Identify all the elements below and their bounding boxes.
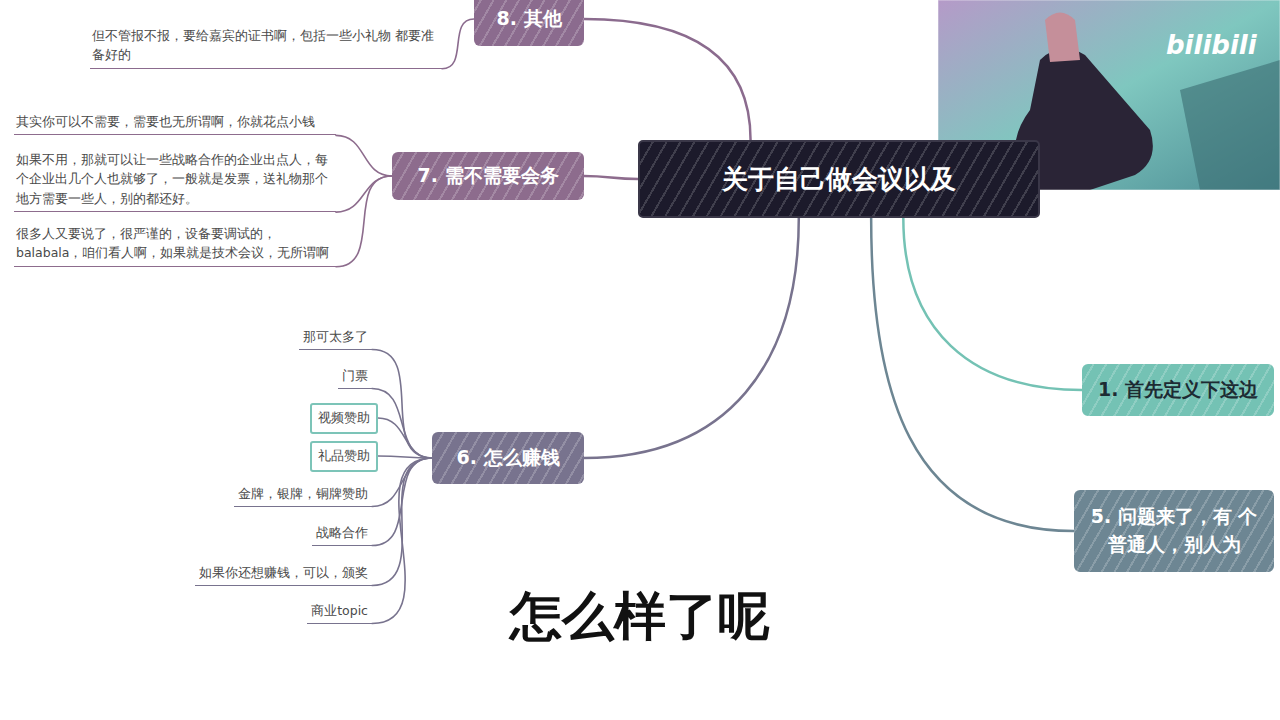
node-text: 6. 怎么赚钱 xyxy=(456,444,559,472)
mindmap-connector xyxy=(336,135,392,176)
node-text: 战略合作 xyxy=(316,525,368,540)
watermark: bilibili xyxy=(1166,30,1257,60)
node-text: 7. 需不需要会务 xyxy=(417,162,558,190)
node-text: 很多人又要说了，很严谨的，设备要调试的，balabala，咱们看人啊，如果就是技… xyxy=(16,226,329,260)
branch-box: 5. 问题来了，有 个 普通人，别人为 xyxy=(1074,490,1274,572)
subtitle-caption: 怎么样了呢 xyxy=(0,582,1280,652)
node-text: 金牌，银牌，铜牌赞助 xyxy=(238,486,368,501)
node-text: 8. 其他 xyxy=(496,5,561,33)
leaf-note: 很多人又要说了，很严谨的，设备要调试的，balabala，咱们看人啊，如果就是技… xyxy=(14,224,336,267)
node-text: 如果不用，那就可以让一些战略合作的企业出点人，每个企业出几个人也就够了，一般就是… xyxy=(16,152,328,206)
node-text: 5. 问题来了，有 个 普通人，别人为 xyxy=(1090,503,1258,558)
mindmap-connector xyxy=(336,176,392,267)
leaf-item: 战略合作 xyxy=(312,525,372,546)
mindmap-connector xyxy=(372,389,432,459)
node-text: 商业topic xyxy=(311,603,368,618)
branch-box: 8. 其他 xyxy=(474,0,584,46)
leaf-note: 其实你可以不需要，需要也无所谓啊，你就花点小钱 xyxy=(14,112,336,135)
leaf-item: 如果你还想赚钱，可以，颁奖 xyxy=(195,565,372,586)
node-text: 门票 xyxy=(342,368,368,383)
node-text: 其实你可以不需要，需要也无所谓啊，你就花点小钱 xyxy=(16,114,315,129)
central-topic: 关于自己做会议以及 xyxy=(638,140,1040,218)
mindmap-connector xyxy=(378,418,432,458)
node-text: 但不管报不报，要给嘉宾的证书啊，包括一些小礼物 都要准备好的 xyxy=(92,28,434,62)
mindmap-connector xyxy=(336,176,392,212)
node-text: 那可太多了 xyxy=(303,329,368,344)
node-text: 礼品赞助 xyxy=(318,448,370,463)
mindmap-connector xyxy=(903,218,1082,390)
node-text: 关于自己做会议以及 xyxy=(722,162,956,197)
node-text: 如果你还想赚钱，可以，颁奖 xyxy=(199,565,368,580)
leaf-item: 门票 xyxy=(338,368,372,389)
branch-box: 1. 首先定义下这边 xyxy=(1082,364,1274,416)
mindmap-connector xyxy=(372,458,432,624)
mindmap-connector xyxy=(871,218,1074,531)
leaf-note: 但不管报不报，要给嘉宾的证书啊，包括一些小礼物 都要准备好的 xyxy=(90,26,442,69)
leaf-item: 那可太多了 xyxy=(299,329,372,350)
mindmap-connector xyxy=(584,176,638,179)
mindmap-connector xyxy=(584,19,751,140)
leaf-item: 商业topic xyxy=(307,603,372,624)
bottle-cap xyxy=(1045,13,1080,63)
mindmap-connector xyxy=(372,350,432,459)
branch-box: 6. 怎么赚钱 xyxy=(432,432,584,484)
leaf-item: 金牌，银牌，铜牌赞助 xyxy=(234,486,372,507)
branch-box: 7. 需不需要会务 xyxy=(392,152,584,200)
highlight-box: 视频赞助 xyxy=(310,403,378,434)
mindmap-connector xyxy=(442,19,474,69)
overlay-shade xyxy=(1180,60,1280,190)
node-text: 1. 首先定义下这边 xyxy=(1098,376,1258,404)
mindmap-connector xyxy=(378,456,432,458)
mindmap-connector xyxy=(584,218,799,458)
leaf-note: 如果不用，那就可以让一些战略合作的企业出点人，每个企业出几个人也就够了，一般就是… xyxy=(14,150,336,212)
node-text: 视频赞助 xyxy=(318,410,370,425)
highlight-box: 礼品赞助 xyxy=(310,441,378,472)
